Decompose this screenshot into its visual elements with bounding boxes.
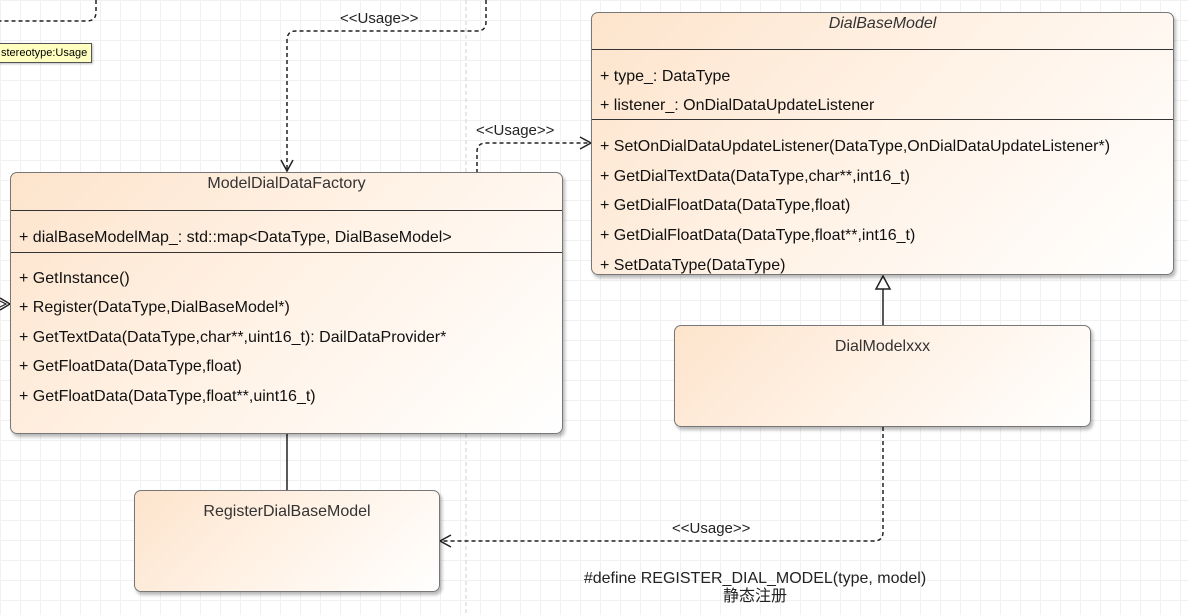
usage-label-bottom: <<Usage>>: [672, 520, 751, 537]
left-arrowhead: [0, 297, 12, 311]
stereotype-tooltip: stereotype:Usage: [0, 43, 93, 63]
compartment-divider: [592, 119, 1173, 120]
operation-row[interactable]: + GetDialFloatData(DataType,float): [600, 197, 851, 214]
usage-label-top: <<Usage>>: [340, 10, 419, 27]
operation-row[interactable]: + GetFloatData(DataType,float): [19, 358, 242, 375]
compartment-divider: [11, 210, 562, 211]
operation-row[interactable]: + Register(DataType,DialBaseModel*): [19, 299, 290, 316]
generalization-arrowhead: [874, 274, 892, 290]
class-dial-model-xxx[interactable]: DialModelxxx: [674, 325, 1091, 427]
operation-row[interactable]: + GetTextData(DataType,char**,uint16_t):…: [19, 329, 447, 346]
usage-arrowhead-top: [280, 159, 294, 173]
class-register-dial-base-model[interactable]: RegisterDialBaseModel: [134, 490, 440, 592]
operation-row[interactable]: + GetInstance(): [19, 270, 130, 287]
define-note-line2: 静态注册: [722, 588, 787, 605]
attribute-row[interactable]: + listener_: OnDialDataUpdateListener: [600, 97, 875, 114]
usage-arrowhead-base: [579, 136, 593, 150]
usage-connector-bottom: [441, 427, 884, 542]
compartment-divider: [11, 252, 562, 253]
class-name: RegisterDialBaseModel: [203, 503, 371, 520]
usage-connector-top-left: [0, 0, 97, 22]
define-note: #define REGISTER_DIAL_MODEL(type, model)…: [540, 570, 970, 606]
class-dial-base-model[interactable]: DialBaseModel + type_: DataType + listen…: [591, 12, 1174, 275]
usage-connector-factory-to-base: [476, 142, 590, 173]
attribute-row[interactable]: + type_: DataType: [600, 68, 731, 85]
class-model-dial-data-factory[interactable]: ModelDialDataFactory + dialBaseModelMap_…: [10, 172, 563, 434]
class-name: DialModelxxx: [834, 338, 931, 355]
operation-row[interactable]: + GetFloatData(DataType,float**,uint16_t…: [19, 388, 316, 405]
operation-row[interactable]: + SetOnDialDataUpdateListener(DataType,O…: [600, 138, 1111, 155]
class-name: ModelDialDataFactory: [207, 175, 366, 192]
attribute-row[interactable]: + dialBaseModelMap_: std::map<DataType, …: [19, 229, 452, 246]
left-arrowhead-inner: [0, 300, 8, 308]
compartment-divider: [592, 49, 1173, 50]
class-name: DialBaseModel: [828, 15, 937, 32]
operation-row[interactable]: + GetDialTextData(DataType,char**,int16_…: [600, 168, 910, 185]
operation-row[interactable]: + SetDataType(DataType): [600, 257, 786, 274]
usage-label-middle: <<Usage>>: [476, 122, 555, 139]
usage-arrowhead-bottom: [438, 534, 452, 548]
operation-row[interactable]: + GetDialFloatData(DataType,float**,int1…: [600, 227, 916, 244]
define-note-line1: #define REGISTER_DIAL_MODEL(type, model): [583, 570, 927, 587]
